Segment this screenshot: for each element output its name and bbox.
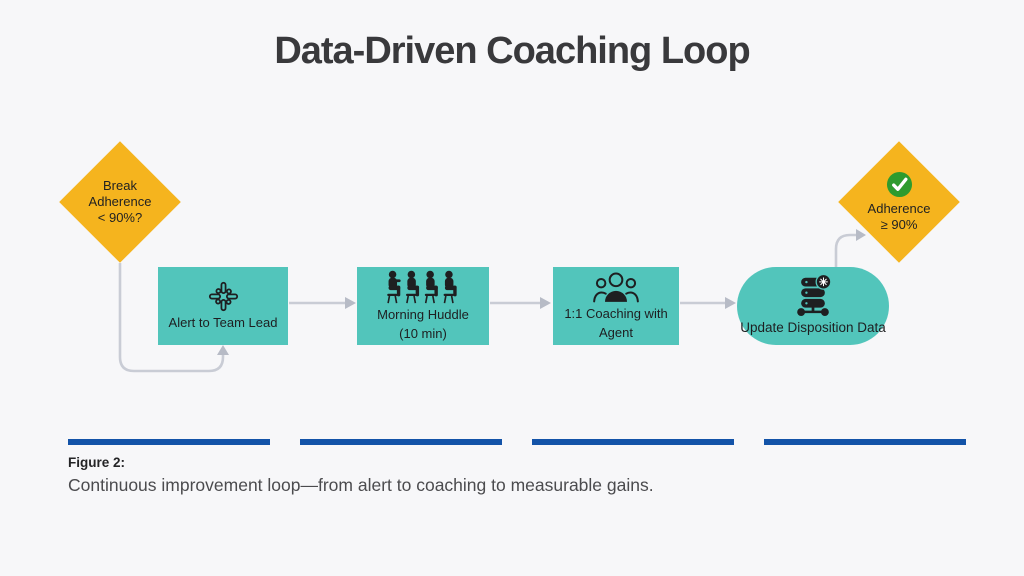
decision-line1: Adherence — [867, 200, 931, 216]
huddle-icon — [387, 270, 457, 304]
step-label-line1: 1:1 Coaching with — [564, 305, 668, 321]
figure-caption: Continuous improvement loop—from alert t… — [68, 475, 654, 495]
step-label-line2: (10 min) — [399, 326, 447, 341]
step-1-1-coaching: 1:1 Coaching with Agent — [553, 267, 679, 345]
divider-segment — [300, 439, 502, 445]
decision-line1: Break — [103, 177, 137, 193]
step-morning-huddle: Morning Huddle (10 min) — [357, 267, 489, 345]
step-update-disposition-data: Update Disposition Data — [737, 267, 889, 345]
step-label-line1: Morning Huddle — [377, 307, 469, 323]
step-label: Update Disposition Data — [740, 320, 886, 336]
database-icon — [797, 275, 832, 317]
step-label-line2: Agent — [599, 324, 633, 340]
step-label: Alert to Team Lead — [168, 315, 278, 331]
decision-line2: ≥ 90% — [880, 217, 918, 232]
decision-line3: < 90%? — [97, 210, 143, 226]
section-divider — [68, 439, 966, 445]
check-icon — [886, 171, 912, 197]
slack-icon — [208, 281, 238, 312]
divider-segment — [68, 439, 270, 445]
figure-label: Figure 2: — [68, 455, 126, 470]
decision-break-adherence: Break Adherence < 90%? — [58, 140, 182, 264]
people-group-icon — [593, 272, 639, 303]
page-title: Data-Driven Coaching Loop — [274, 30, 750, 72]
decision-line2: Adherence — [88, 193, 152, 209]
divider-segment — [764, 439, 966, 445]
divider-segment — [532, 439, 734, 445]
step-alert-to-team-lead: Alert to Team Lead — [158, 267, 288, 345]
decision-adherence-goal: Adherence ≥ 90% — [837, 140, 961, 264]
